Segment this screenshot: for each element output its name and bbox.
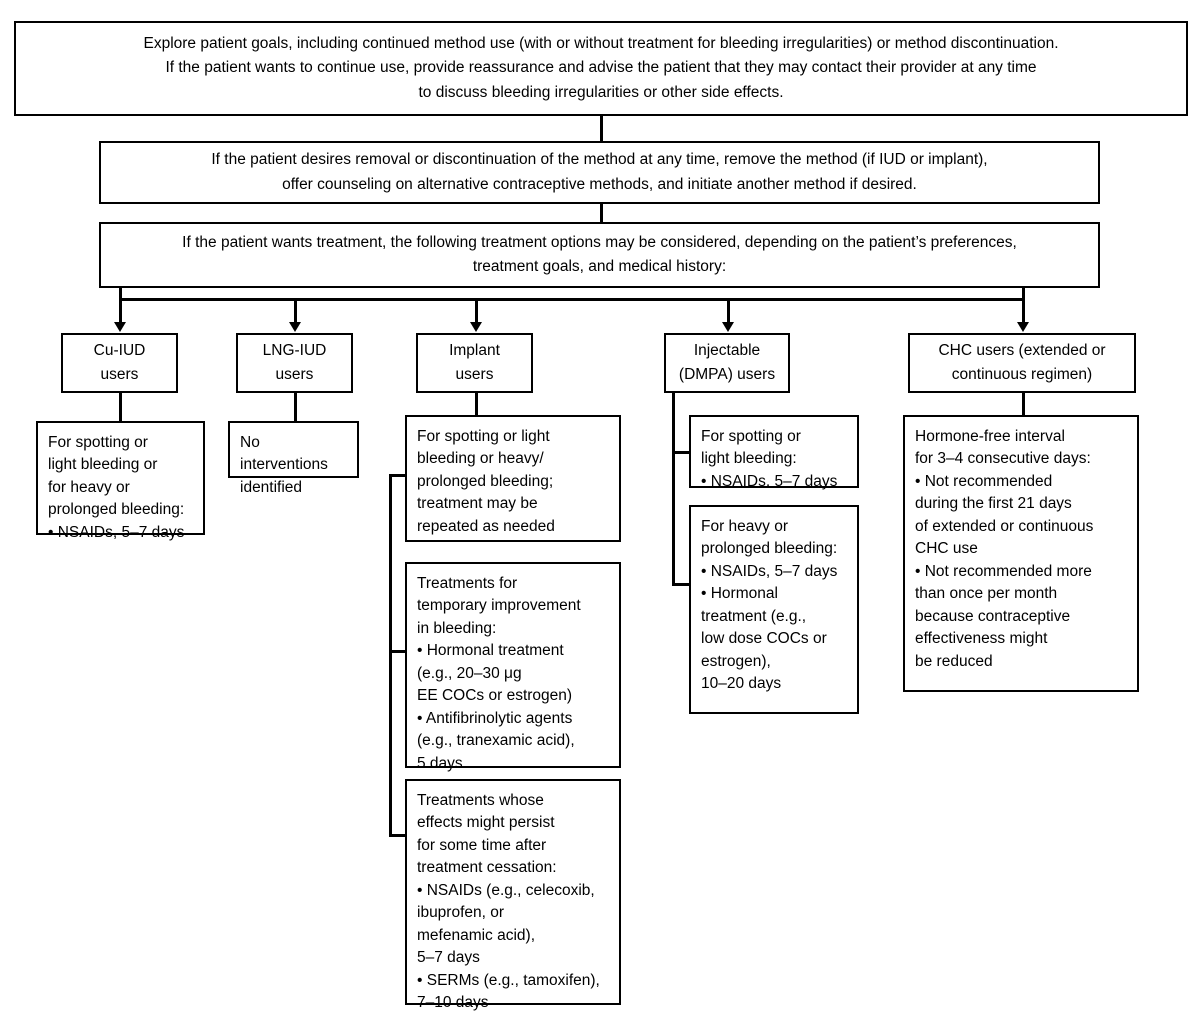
- detail-box-chc-text: Hormone-free interval for 3–4 consecutiv…: [915, 428, 1094, 670]
- branch-line-implant: [475, 298, 478, 323]
- branch-line-injectable: [727, 298, 730, 323]
- detail-box-implant-2-text: Treatments for temporary improvement in …: [417, 575, 581, 772]
- removal-text: If the patient desires removal or discon…: [211, 151, 988, 193]
- connector-lng-iud-to-detail: [294, 393, 297, 421]
- column-header-lng-iud-label: LNG-IUD users: [262, 341, 327, 383]
- implant-bracket-stub-1: [389, 474, 407, 477]
- implant-bracket-stub-3: [389, 834, 407, 837]
- distribution-bus: [119, 298, 1023, 301]
- detail-box-injectable-2-text: For heavy or prolonged bleeding: • NSAID…: [701, 518, 838, 693]
- branch-arrow-lng-iud: [289, 322, 301, 332]
- column-header-implant: Implant users: [416, 333, 533, 393]
- implant-bracket-stub-2: [389, 650, 407, 653]
- detail-box-lng-iud-text: No interventions identified: [240, 434, 328, 496]
- column-header-injectable-label: Injectable (DMPA) users: [678, 341, 776, 383]
- detail-box-implant-1: For spotting or light bleeding or heavy/…: [405, 415, 621, 542]
- top-goal-text: Explore patient goals, including continu…: [143, 35, 1059, 101]
- column-header-cu-iud: Cu-IUD users: [61, 333, 178, 393]
- branch-arrow-cu-iud: [114, 322, 126, 332]
- detail-box-injectable-1: For spotting or light bleeding: • NSAIDs…: [689, 415, 859, 490]
- branch-line-chc: [1022, 288, 1025, 323]
- connector-chc-to-detail: [1022, 393, 1025, 415]
- detail-box-injectable-2: For heavy or prolonged bleeding: • NSAID…: [689, 505, 859, 714]
- branch-line-cu-iud: [119, 288, 122, 323]
- branch-line-lng-iud: [294, 298, 297, 323]
- detail-box-lng-iud: No interventions identified: [228, 421, 359, 496]
- column-header-lng-iud: LNG-IUD users: [236, 333, 353, 393]
- connector-top-to-removal: [600, 116, 603, 141]
- injectable-bracket-stub-1: [672, 451, 691, 454]
- column-header-implant-label: Implant users: [449, 341, 500, 383]
- detail-box-implant-2: Treatments for temporary improvement in …: [405, 562, 621, 772]
- detail-box-injectable-1-text: For spotting or light bleeding: • NSAIDs…: [701, 428, 838, 490]
- column-header-chc-label: CHC users (extended or continuous regime…: [938, 341, 1106, 383]
- removal-box: If the patient desires removal or discon…: [99, 141, 1100, 204]
- branch-arrow-implant: [470, 322, 482, 332]
- detail-box-chc: Hormone-free interval for 3–4 consecutiv…: [903, 415, 1139, 692]
- detail-box-cu-iud-text: For spotting or light bleeding or for he…: [48, 434, 185, 541]
- connector-implant-to-detail-1: [475, 393, 478, 415]
- column-header-cu-iud-label: Cu-IUD users: [93, 341, 146, 383]
- branch-arrow-chc: [1017, 322, 1029, 332]
- injectable-bracket-spine: [672, 393, 675, 585]
- detail-box-implant-3-text: Treatments whose effects might persist f…: [417, 792, 600, 1012]
- treatment-text: If the patient wants treatment, the foll…: [182, 233, 1017, 275]
- top-goal-box: Explore patient goals, including continu…: [14, 21, 1188, 116]
- column-header-injectable: Injectable (DMPA) users: [664, 333, 790, 393]
- detail-box-implant-1-text: For spotting or light bleeding or heavy/…: [417, 428, 555, 535]
- branch-arrow-injectable: [722, 322, 734, 332]
- detail-box-cu-iud: For spotting or light bleeding or for he…: [36, 421, 205, 541]
- injectable-bracket-stub-2: [672, 583, 691, 586]
- column-header-chc: CHC users (extended or continuous regime…: [908, 333, 1136, 393]
- implant-bracket-spine: [389, 474, 392, 836]
- detail-box-implant-3: Treatments whose effects might persist f…: [405, 779, 621, 1011]
- connector-removal-to-treatment: [600, 204, 603, 222]
- treatment-box: If the patient wants treatment, the foll…: [99, 222, 1100, 288]
- connector-cu-iud-to-detail: [119, 393, 122, 421]
